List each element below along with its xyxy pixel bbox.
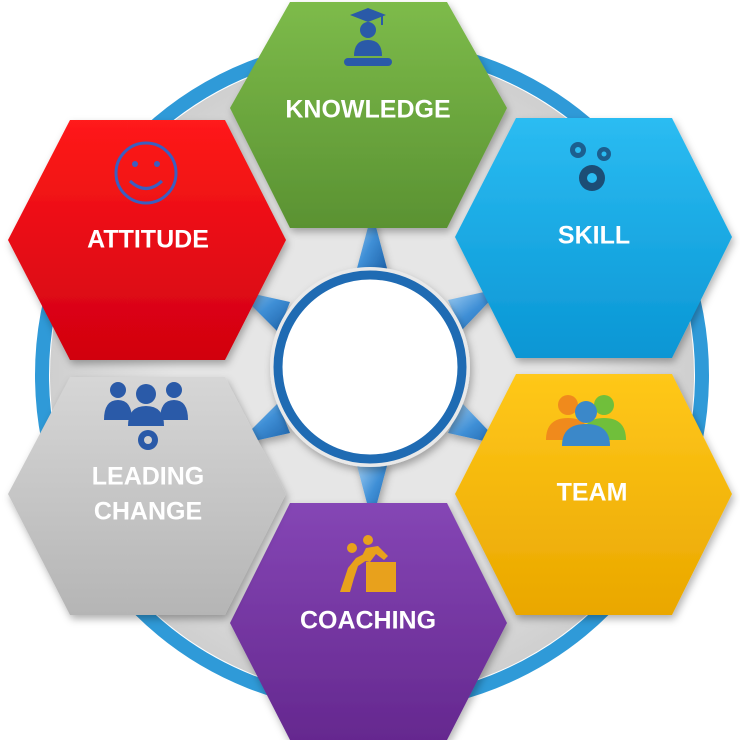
group-gear-icon <box>104 382 188 450</box>
label-skill: SKILL <box>558 222 630 250</box>
label-leading-change-line1: LEADING <box>92 463 205 491</box>
team-icon <box>546 395 626 446</box>
smiley-icon <box>114 141 178 205</box>
center-ring <box>273 270 467 464</box>
hexagon-attitude: ATTITUDE <box>8 120 286 360</box>
hexagon-skill: SKILL <box>455 118 732 358</box>
label-knowledge: KNOWLEDGE <box>285 96 450 124</box>
coaching-icon <box>340 535 396 592</box>
label-coaching: COACHING <box>300 607 436 635</box>
pointer-top <box>356 212 388 272</box>
hexagon-coaching: COACHING <box>230 503 507 740</box>
graduate-icon <box>344 8 392 66</box>
label-leading-change-line2: CHANGE <box>94 498 202 526</box>
hexagon-team: TEAM <box>455 374 732 615</box>
label-attitude: ATTITUDE <box>87 226 209 254</box>
hexagon-leading-change: LEADING CHANGE <box>8 377 286 615</box>
label-team: TEAM <box>557 479 628 507</box>
gears-icon <box>570 142 611 191</box>
pointer-bottom <box>356 462 388 522</box>
hexagon-knowledge: KNOWLEDGE <box>230 2 507 228</box>
